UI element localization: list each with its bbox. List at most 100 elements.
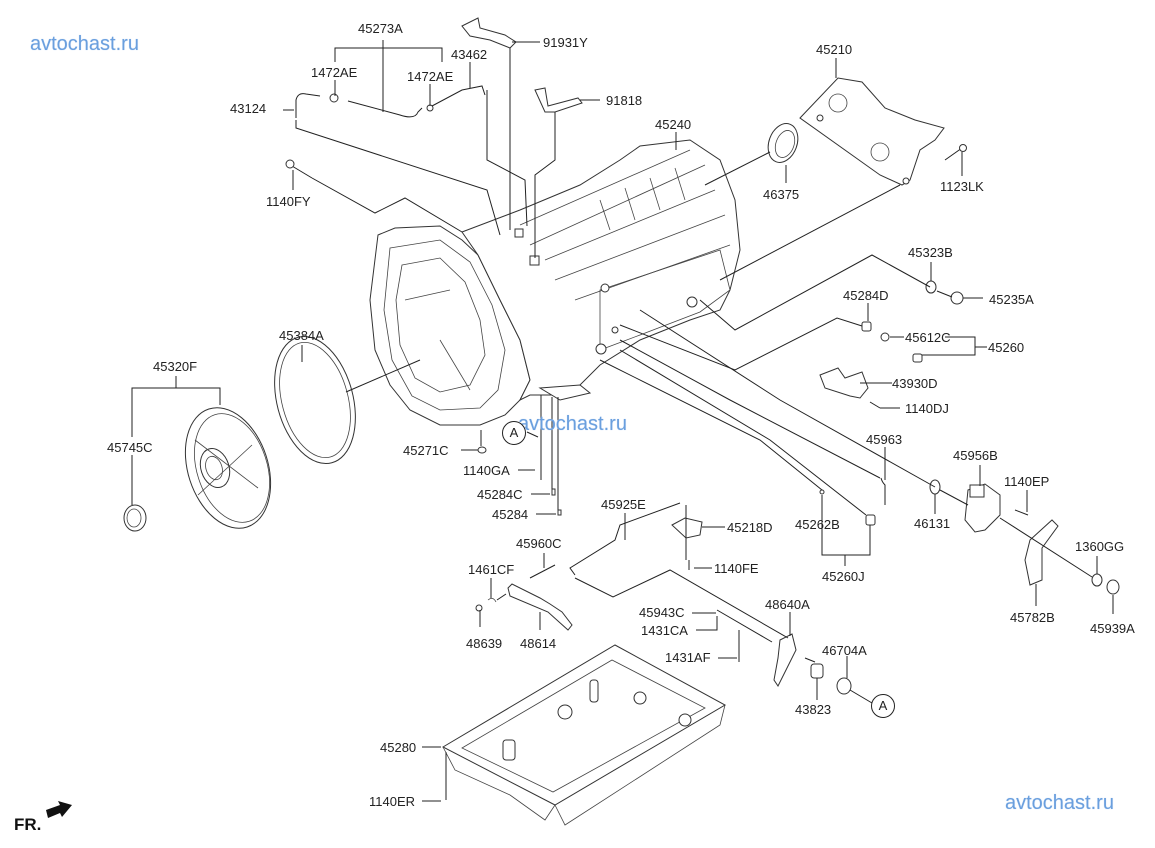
part-label-45323b[interactable]: 45323B <box>908 245 953 260</box>
bolt-1140dj[interactable] <box>870 402 880 408</box>
part-label-45260[interactable]: 45260 <box>988 340 1025 355</box>
part-label-1140fe[interactable]: 1140FE <box>714 561 759 576</box>
oil-seal-46375[interactable] <box>763 119 803 166</box>
breather-hose-43124[interactable] <box>296 94 320 118</box>
part-label-45963[interactable]: 45963 <box>866 432 903 447</box>
pin-45284c[interactable] <box>552 489 555 495</box>
oil-pan[interactable] <box>443 645 725 825</box>
part-label-45745c[interactable]: 45745C <box>107 440 153 455</box>
hose-45273a[interactable] <box>330 94 433 117</box>
shaft-45943c[interactable] <box>717 610 772 642</box>
part-label-45284[interactable]: 45284 <box>492 507 529 522</box>
bracket-91931y[interactable] <box>462 18 516 48</box>
transmission-case[interactable] <box>370 140 740 425</box>
bracket-45218d[interactable] <box>672 518 702 538</box>
leader-lines <box>132 40 1113 801</box>
part-label-45273a[interactable]: 45273A <box>358 21 403 36</box>
part-label-45925e[interactable]: 45925E <box>601 497 646 512</box>
pipe-45963[interactable] <box>881 478 885 505</box>
part-label-91818[interactable]: 91818 <box>606 93 643 108</box>
part-label-45284d[interactable]: 45284D <box>843 288 889 303</box>
nut-48639[interactable] <box>476 605 482 611</box>
part-label-45218d[interactable]: 45218D <box>727 520 773 535</box>
part-label-43462[interactable]: 43462 <box>451 47 488 62</box>
part-label-45943c[interactable]: 45943C <box>639 605 685 620</box>
part-label-1472ae-right[interactable]: 1472AE <box>407 69 454 84</box>
mount-bracket[interactable] <box>800 78 944 185</box>
watermark-top-left: avtochast.ru <box>30 33 139 55</box>
part-label-46131[interactable]: 46131 <box>914 516 951 531</box>
part-label-1123lk[interactable]: 1123LK <box>940 179 984 194</box>
part-label-45612c[interactable]: 45612C <box>905 330 951 345</box>
bracket-43930d[interactable] <box>820 368 868 398</box>
detent-lever-48640a[interactable] <box>774 634 796 686</box>
lever-45782b[interactable] <box>1025 520 1058 585</box>
bolt-1140ep[interactable] <box>1015 510 1028 515</box>
part-label-45384a[interactable]: 45384A <box>279 328 324 343</box>
part-label-45210[interactable]: 45210 <box>816 42 853 57</box>
bolt-1140fy[interactable] <box>286 160 312 178</box>
part-label-1461cf[interactable]: 1461CF <box>468 562 515 577</box>
part-label-1140ga[interactable]: 1140GA <box>463 463 510 478</box>
part-label-45960c[interactable]: 45960C <box>516 536 562 551</box>
part-label-48639[interactable]: 48639 <box>466 636 503 651</box>
part-label-45939a[interactable]: 45939A <box>1090 621 1135 636</box>
part-label-45956b[interactable]: 45956B <box>953 448 998 463</box>
spring-43823[interactable] <box>811 664 823 678</box>
plug-45260[interactable] <box>913 354 922 362</box>
washer-45323b[interactable] <box>926 281 936 293</box>
part-label-45262b[interactable]: 45262B <box>795 517 840 532</box>
pin-45262b[interactable] <box>820 490 824 494</box>
callout-a-lower: A <box>871 694 895 718</box>
lever-48614[interactable] <box>508 584 572 630</box>
part-label-1140ep[interactable]: 1140EP <box>1004 474 1050 489</box>
part-label-45280[interactable]: 45280 <box>380 740 417 755</box>
front-direction-arrow-icon <box>46 801 72 818</box>
seal-45745c[interactable] <box>124 505 146 531</box>
nut-1360gg[interactable] <box>1092 574 1102 586</box>
part-label-45320f[interactable]: 45320F <box>153 359 198 374</box>
part-label-48614[interactable]: 48614 <box>520 636 557 651</box>
part-label-1360gg[interactable]: 1360GG <box>1075 539 1125 554</box>
nut-45271c[interactable] <box>478 447 486 453</box>
part-label-45271c[interactable]: 45271C <box>403 443 449 458</box>
clip-1461cf[interactable] <box>488 598 496 602</box>
part-label-43124[interactable]: 43124 <box>230 101 267 116</box>
oil-pump[interactable] <box>171 397 285 540</box>
part-label-1431ca[interactable]: 1431CA <box>641 623 688 638</box>
part-label-48640a[interactable]: 48640A <box>765 597 810 612</box>
part-label-1431af[interactable]: 1431AF <box>665 650 711 665</box>
part-label-1140dj[interactable]: 1140DJ <box>905 401 949 416</box>
inhibitor-switch-45956b[interactable] <box>965 484 1000 532</box>
gasket-45384a[interactable] <box>261 327 368 472</box>
part-label-45260j[interactable]: 45260J <box>822 569 865 584</box>
oring-45612c[interactable] <box>881 333 889 341</box>
watermark-bottom-right: avtochast.ru <box>1005 792 1114 814</box>
part-label-43930d[interactable]: 43930D <box>892 376 938 391</box>
part-label-46375[interactable]: 46375 <box>763 187 800 202</box>
part-label-1140er[interactable]: 1140ER <box>369 794 416 809</box>
pin-45284[interactable] <box>558 510 561 515</box>
front-direction-label: FR. <box>14 815 42 834</box>
part-label-1472ae-left[interactable]: 1472AE <box>311 65 358 80</box>
cable-45925e[interactable] <box>570 503 680 575</box>
nut-45939a[interactable] <box>1107 580 1119 594</box>
part-label-45782b[interactable]: 45782B <box>1010 610 1055 625</box>
plug-45260j[interactable] <box>866 515 875 525</box>
bracket-91818[interactable] <box>535 88 582 112</box>
part-label-46704a[interactable]: 46704A <box>822 643 867 658</box>
pin-45960c[interactable] <box>530 565 555 578</box>
part-label-1140fy[interactable]: 1140FY <box>266 194 311 209</box>
pipe-43462[interactable] <box>432 86 485 106</box>
part-label-45284c[interactable]: 45284C <box>477 487 523 502</box>
part-label-45240[interactable]: 45240 <box>655 117 692 132</box>
part-label-91931y[interactable]: 91931Y <box>543 35 588 50</box>
bolt-1123lk[interactable] <box>945 145 967 161</box>
plug-45284d[interactable] <box>862 322 871 331</box>
part-label-45235a[interactable]: 45235A <box>989 292 1034 307</box>
callout-a-upper: A <box>502 421 526 445</box>
plug-45235a[interactable] <box>951 292 963 304</box>
roller-46704a[interactable] <box>837 678 851 694</box>
part-label-43823[interactable]: 43823 <box>795 702 832 717</box>
